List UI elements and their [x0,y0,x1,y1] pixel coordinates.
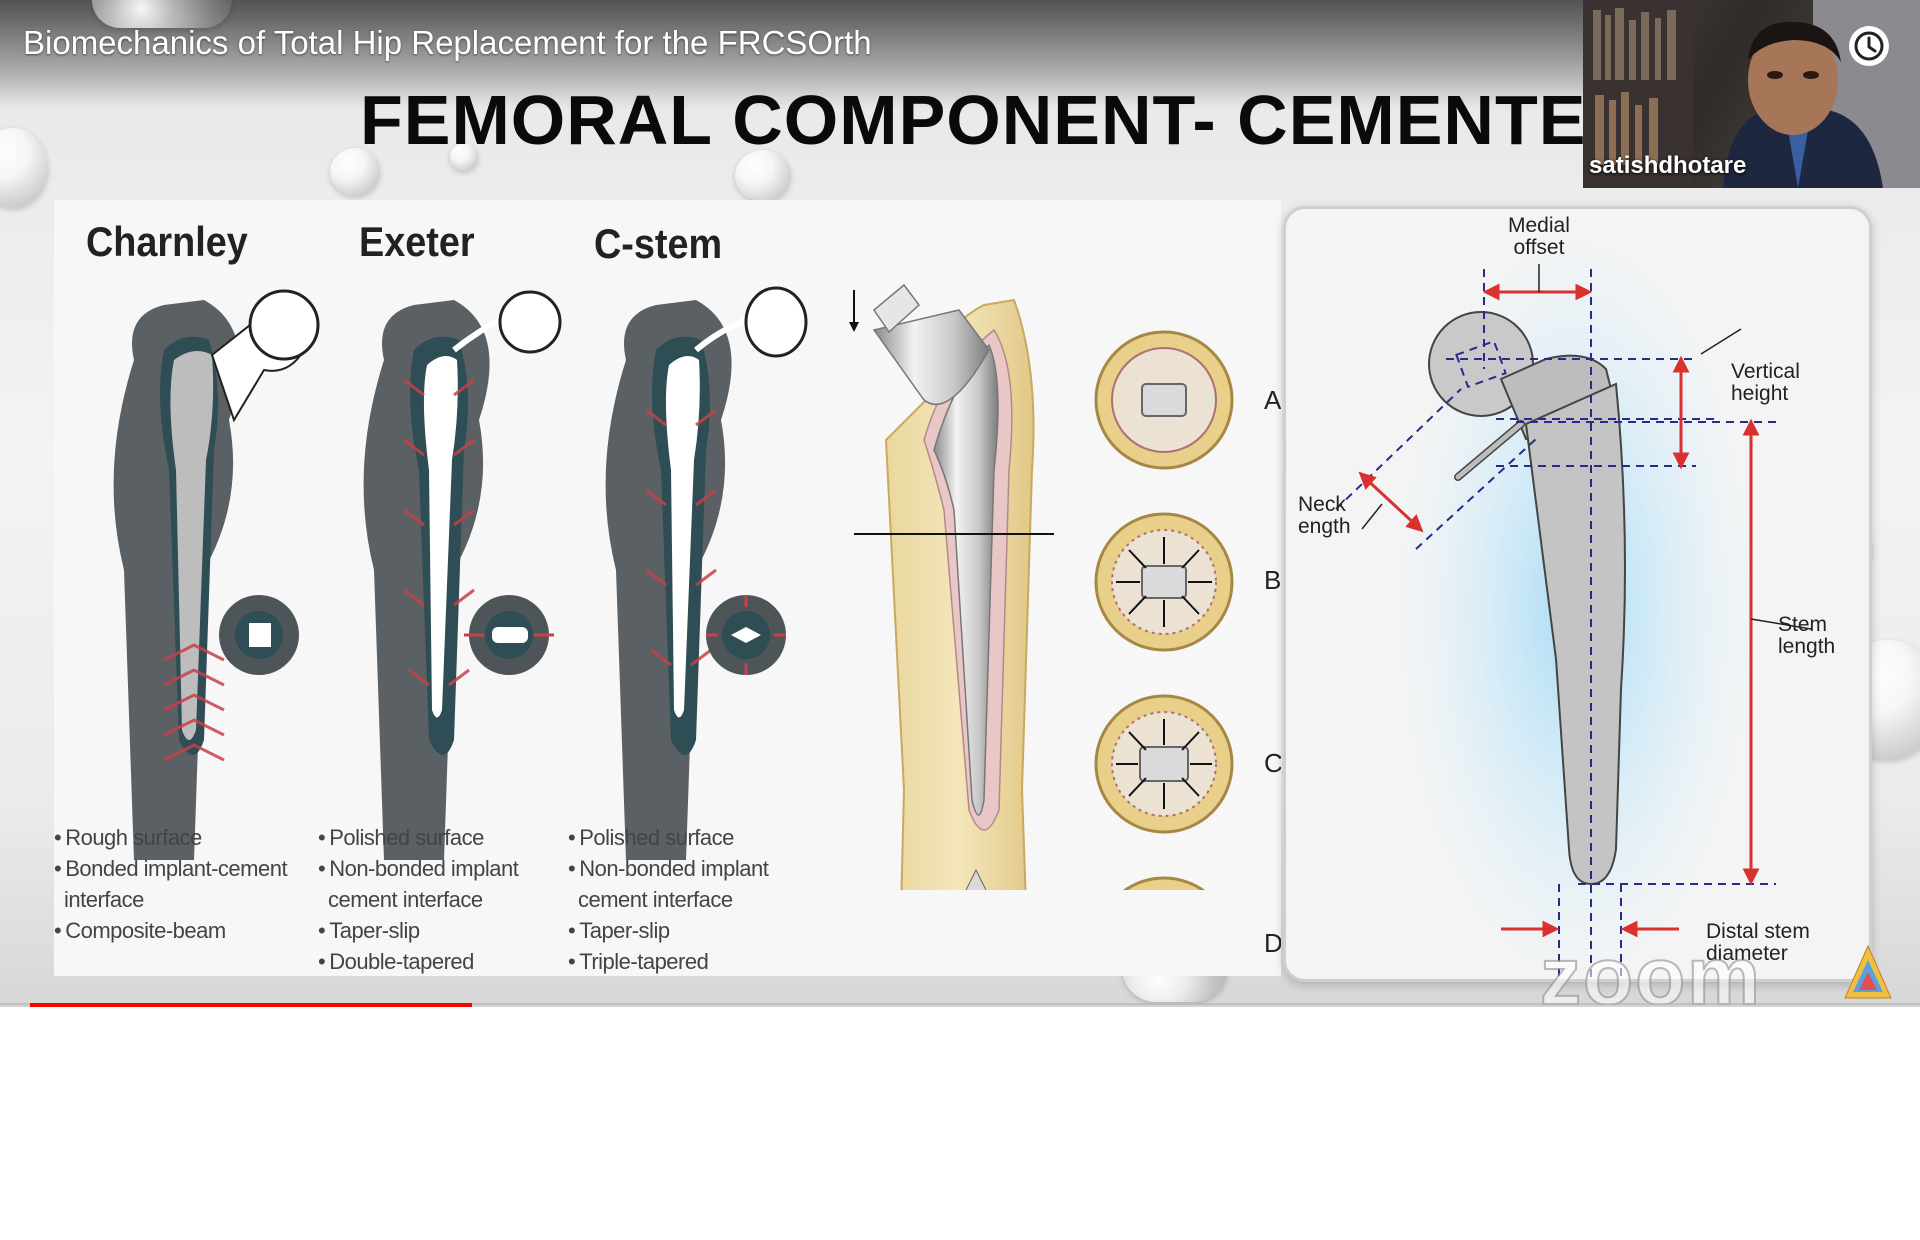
stem-name-exeter: Exeter [359,218,475,265]
charnley-features: Rough surface Bonded implant-cement inte… [54,822,288,946]
zoom-watermark: zoom [1539,930,1763,1005]
logo-icon [1844,944,1892,999]
section-label-a: A [1264,385,1281,415]
section-label-d: D [1264,928,1281,958]
distal-stem-diameter-label: Distal stem diameter [1706,920,1810,965]
list-item: Taper-slip [568,915,768,946]
webcam-scene [1583,0,1920,188]
list-item: Non-bonded implant [318,853,519,884]
clock-icon [1854,31,1884,61]
list-item: Triple-tapered [568,946,768,976]
droplet-decoration [0,128,48,208]
charnley-femur [113,289,320,860]
list-item: Rough surface [54,822,287,853]
video-player[interactable]: Biomechanics of Total Hip Replacement fo… [0,0,1920,1005]
video-title[interactable]: Biomechanics of Total Hip Replacement fo… [23,24,872,61]
section-label-c: C [1264,748,1281,778]
exeter-femur [363,290,562,860]
slide-title: FEMORAL COMPONENT- CEMENTE [360,81,1587,159]
stem-name-charnley: Charnley [86,218,248,265]
vertical-height-label: Vertical height [1731,360,1800,405]
droplet-decoration [92,0,232,28]
stem-comparison-figure: Charnley Exeter C-stem [54,200,1281,976]
watch-later-button[interactable] [1849,26,1889,66]
droplet-decoration [735,150,791,202]
participant-name: satishdhotare [1589,152,1747,179]
list-item: interface [64,887,144,912]
cstem-femur [605,286,808,860]
list-item: Polished surface [568,822,768,853]
list-item: Non-bonded implant [568,853,769,884]
stem-drawings [113,283,1234,890]
stem-dimension-drawing [1335,229,1812,979]
cemented-stem-in-bone [849,283,1054,890]
droplet-decoration [450,143,478,171]
list-item: Composite-beam [54,915,287,946]
stem-dimensions-figure: Medial offset Vertical height Neck ength… [1283,206,1872,982]
medial-offset-label: Medial offset [1508,214,1570,259]
neck-length-label: Neck ength [1298,493,1351,538]
stem-length-label: Stem length [1778,613,1836,658]
list-item: Double-tapered [318,946,518,976]
section-label-b: B [1264,565,1281,595]
list-item: Taper-slip [318,915,518,946]
list-item: Polished surface [318,822,518,853]
list-item: cement interface [578,887,733,912]
cross-sections [1094,330,1234,890]
exeter-features: Polished surface Non-bonded implant ceme… [318,822,519,976]
list-item: cement interface [328,887,483,912]
cstem-features: Polished surface Non-bonded implant ceme… [568,822,769,976]
progress-bar-fill [30,1003,472,1007]
stem-name-cstem: C-stem [594,220,723,267]
list-item: Bonded implant-cement [54,853,287,884]
droplet-decoration [330,148,380,196]
progress-bar-track[interactable] [0,1003,1920,1007]
